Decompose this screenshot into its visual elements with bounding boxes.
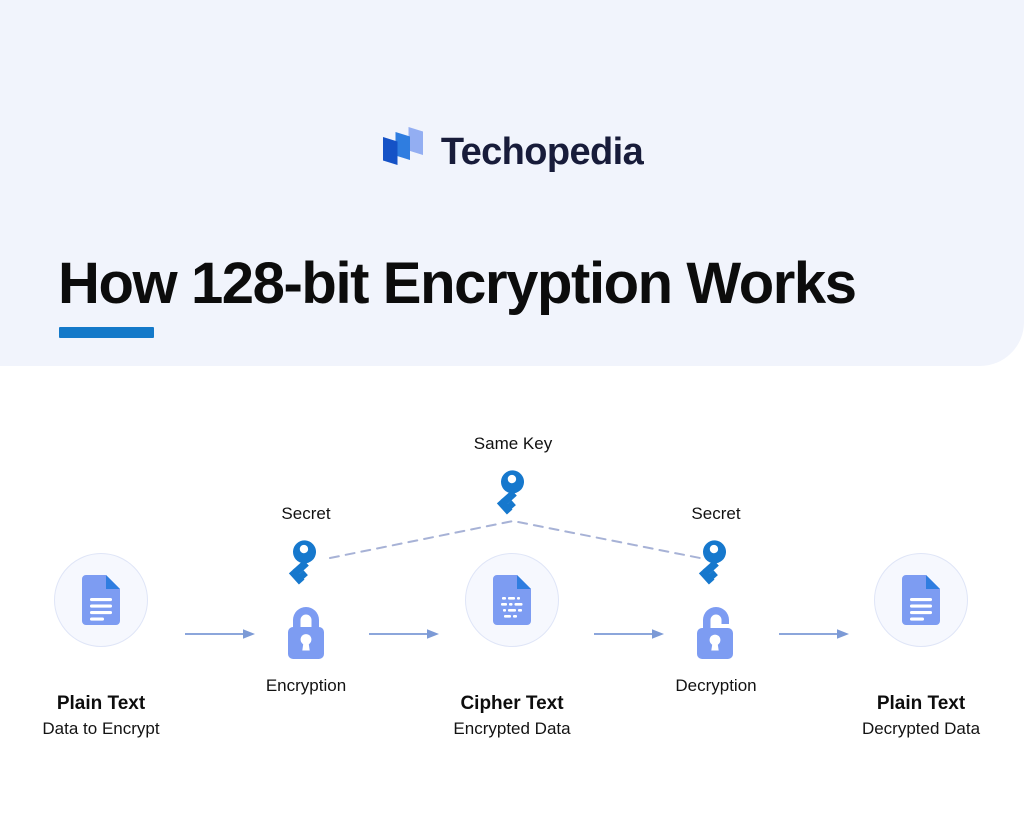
same-key-connector [329,519,701,559]
techopedia-logo-mark-icon [381,124,427,179]
arrow-4-icon [779,629,849,639]
page-title: How 128-bit Encryption Works [58,251,857,316]
brand-lockup: Techopedia [0,124,1024,179]
decryption-label: Decryption [675,676,757,695]
decryption-secret-key-label: Secret [691,504,741,523]
document-encrypted-icon [489,571,535,630]
caption-title: Plain Text [56,693,146,714]
lock-closed-icon [277,602,335,669]
header-panel: Techopedia How 128-bit Encryption Works [0,0,1024,366]
plain-text-output-caption: Plain Text Decrypted Data [821,692,1021,740]
cipher-text-circle [465,553,559,647]
same-key-icon [491,470,537,523]
decryption-secret-key-icon [693,540,739,593]
arrow-1-icon [185,629,255,639]
encryption-flow-diagram: Same Key Plain Text Data t [0,366,1024,828]
encryption-secret-key-icon [283,540,329,593]
encryption-secret-key-label: Secret [281,504,331,523]
lock-open-icon [686,602,744,669]
caption-title: Cipher Text [460,693,564,714]
plain-text-input-caption: Plain Text Data to Encrypt [1,692,201,740]
title-underline-accent [59,327,154,338]
same-key-label: Same Key [473,434,553,453]
caption-subtitle: Data to Encrypt [42,718,160,738]
document-icon [898,571,944,630]
document-icon [78,571,124,630]
encryption-label: Encryption [265,676,347,695]
brand-name: Techopedia [440,130,644,173]
arrow-3-icon [594,629,664,639]
plain-text-input-circle [54,553,148,647]
caption-title: Plain Text [876,693,966,714]
cipher-text-caption: Cipher Text Encrypted Data [412,692,612,740]
plain-text-output-circle [874,553,968,647]
arrow-2-icon [369,629,439,639]
caption-subtitle: Decrypted Data [861,718,981,738]
caption-subtitle: Encrypted Data [453,718,571,738]
